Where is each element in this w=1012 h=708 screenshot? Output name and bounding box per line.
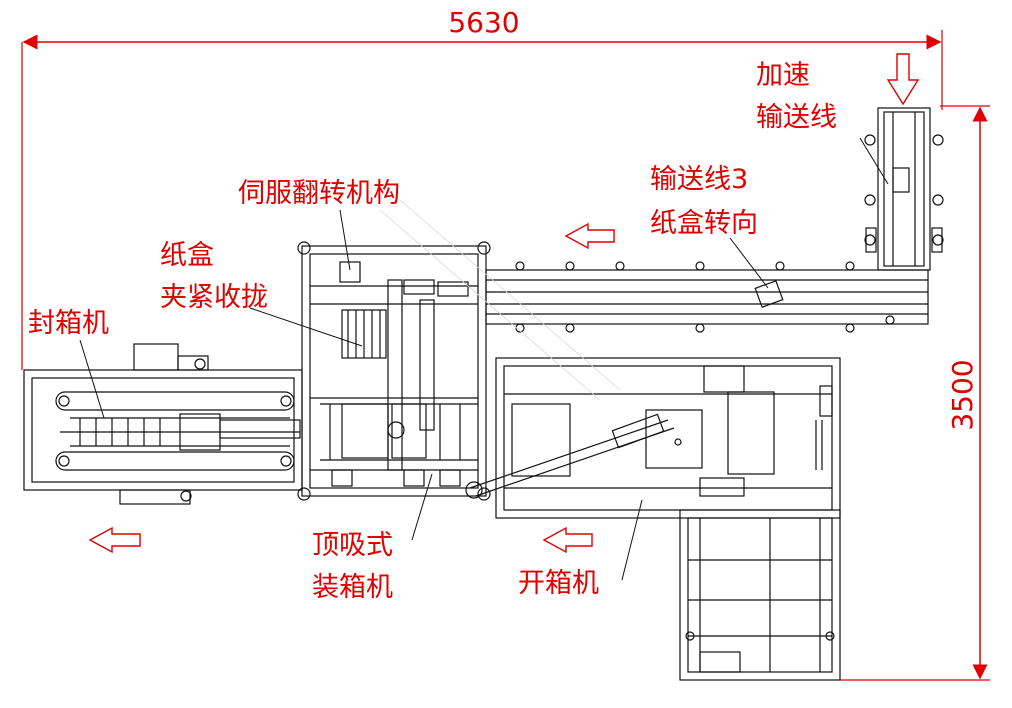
conveyor3-label-line1: 输送线3 <box>650 164 748 195</box>
top-suction-label: 顶吸式 装箱机 <box>312 530 393 603</box>
box-clamp-label-line2: 夹紧收拢 <box>160 282 268 313</box>
flow-arrow-down-icon <box>886 53 920 106</box>
width-dimension-label: 5630 <box>448 6 519 39</box>
accel-conveyor-label-line1: 加速 <box>756 60 810 91</box>
top-suction-label-line1: 顶吸式 <box>312 530 393 561</box>
accel-conveyor <box>864 107 944 271</box>
case-sealer <box>23 343 303 505</box>
case-packer-frame <box>297 241 491 501</box>
accel-conveyor-label-line2: 输送线 <box>756 102 837 133</box>
flow-arrow-left-icon <box>564 222 615 250</box>
accel-conveyor-label: 加速 输送线 <box>756 60 837 133</box>
case-sealer-label: 封箱机 <box>28 308 109 339</box>
conveyor3-label-line2: 纸盒转向 <box>650 208 758 239</box>
width-dimension: 5630 <box>21 6 943 370</box>
case-magazine <box>679 509 841 681</box>
conveyor3-label: 输送线3 纸盒转向 <box>650 164 758 239</box>
flow-arrow-left-icon <box>542 526 593 554</box>
box-clamp-label: 纸盒 夹紧收拢 <box>160 240 268 313</box>
top-suction-label-line2: 装箱机 <box>312 572 393 603</box>
watermark <box>379 199 621 401</box>
leader-lines <box>79 137 889 581</box>
flow-arrow-left-icon <box>88 526 141 554</box>
case-erector <box>465 357 841 519</box>
height-dimension: 3500 <box>840 105 990 681</box>
box-clamp-label-line1: 纸盒 <box>160 240 214 271</box>
conveyor-3 <box>485 261 929 333</box>
case-erector-label: 开箱机 <box>518 568 599 599</box>
height-dimension-label: 3500 <box>946 359 979 430</box>
servo-flip-label: 伺服翻转机构 <box>238 178 400 209</box>
